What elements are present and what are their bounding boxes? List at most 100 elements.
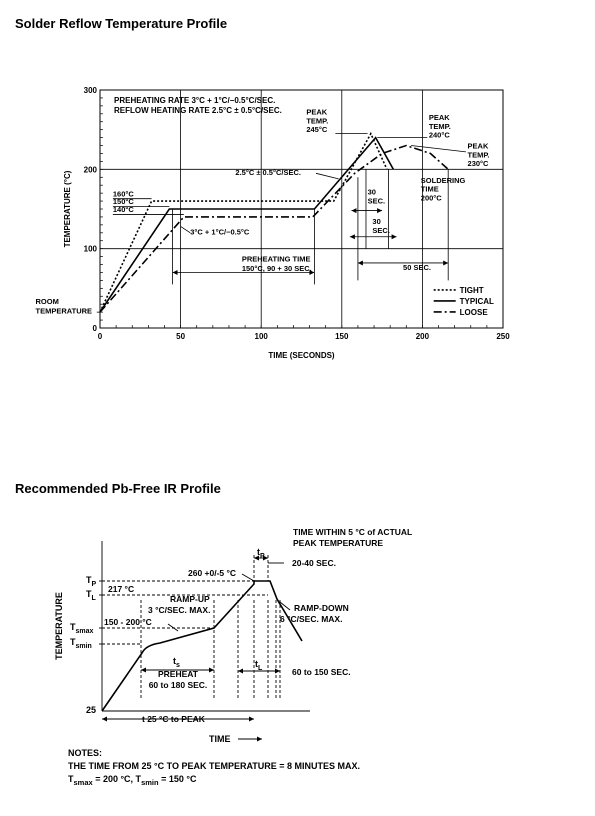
x-tick-label: 0 (98, 332, 103, 341)
x-tick-label: 100 (255, 332, 269, 341)
ann-peak-temp: PEAK TEMPERATURE (293, 538, 383, 548)
chart1-annotation-20: SEC. (368, 196, 386, 205)
chart1-annotation-21: 30 (372, 217, 380, 226)
ts-head-l (141, 667, 146, 673)
ann-60-150: 60 to 150 SEC. (292, 667, 351, 677)
reflow-slope-leader (315, 172, 339, 180)
ann-ramp-down: RAMP-DOWN (294, 603, 349, 613)
y-axis-label-2: TEMPERATURE (54, 592, 64, 660)
chart1-annotation-18: 200°C (421, 193, 443, 202)
ann-260: 260 +0/-5 °C (188, 568, 236, 578)
soldering-50s-dim-head-left (357, 260, 363, 266)
ir-profile-curve (101, 580, 303, 712)
x-tick-label: 50 (176, 332, 185, 341)
ann-ramp-up: RAMP-UP (170, 594, 210, 604)
chart1-annotation-9: 245°C (306, 125, 328, 134)
t25-head-r (249, 716, 254, 722)
x-axis-label: TIME (SECONDS) (268, 351, 335, 360)
chart1-annotation-8: TEMP. (306, 116, 328, 125)
chart1-annotation-12: 240°C (429, 131, 451, 140)
y-label-tsmax: Tsmax (70, 622, 94, 635)
chart1-annotation-5: 3°C + 1°C/−0.5°C (190, 227, 250, 236)
ann-20-40: 20-40 SEC. (292, 558, 336, 568)
y-tick-label: 100 (84, 245, 98, 254)
preheat-rate-note: PREHEATING RATE 3°C + 1°C/−0.5°C/SEC. (114, 96, 275, 105)
ann-tl: tL (255, 659, 263, 672)
ann-t25-peak: t 25 °C to PEAK (142, 714, 206, 724)
chart1-annotation-2: 160°C (113, 189, 135, 198)
chart1-annotation-7: PEAK (306, 108, 327, 117)
time-axis-arrow-head (257, 736, 262, 742)
tp-head-r (263, 555, 268, 561)
ann-260-leader (241, 573, 255, 582)
notes-heading: NOTES: (68, 748, 103, 758)
ann-ramp-down-rate: 6 °C/SEC. MAX. (280, 614, 342, 624)
legend-label-typical: TYPICAL (460, 297, 494, 306)
notes-tsmax-sub: smax (73, 777, 93, 787)
chart1-annotation-24: 150°C, 90 + 30 SEC. (242, 264, 312, 273)
ann-preheat: PREHEAT (158, 669, 199, 679)
chart1-annotation-19: 30 (368, 188, 376, 197)
y-tick-label: 200 (84, 165, 98, 174)
t25-head-l (102, 716, 107, 722)
notes-tsmin-value: = 150 °C (158, 774, 197, 784)
ann-150-200-leader (167, 623, 179, 632)
chart1-annotation-10: PEAK (429, 113, 450, 122)
preheat-slope-leader (180, 226, 191, 234)
notes-line-1: THE TIME FROM 25 °C TO PEAK TEMPERATURE … (68, 761, 361, 771)
ann-preheat-time: 60 to 180 SEC. (149, 680, 208, 690)
legend-label-loose: LOOSE (460, 308, 489, 317)
chart1-annotation-15: 230°C (468, 159, 490, 168)
chart1-annotation-3: 150°C (113, 197, 135, 206)
y-label-tp: TP (86, 575, 97, 588)
notes-block: NOTES: THE TIME FROM 25 °C TO PEAK TEMPE… (68, 747, 360, 789)
ann-ramp-down-leader (279, 601, 291, 611)
ann-tp: tP (257, 547, 265, 560)
y-tick-label: 0 (93, 324, 98, 333)
soldering-30s-dim-b-head-left (349, 234, 355, 240)
y-axis-label: TEMPERATURE (°C) (63, 170, 72, 247)
x-tick-label: 250 (496, 332, 510, 341)
x-tick-label: 150 (335, 332, 349, 341)
soldering-50s-dim-head-right (443, 260, 449, 266)
chart1-annotation-11: TEMP. (429, 122, 451, 131)
soldering-30s-dim-a-head-right (377, 208, 383, 214)
notes-tsmax-t: T (68, 774, 74, 784)
soldering-30s-dim-a-head-left (351, 208, 357, 214)
tl-head-r (275, 668, 280, 674)
chart1-annotation-17: TIME (421, 185, 439, 194)
notes-tsmin-sub: smin (141, 777, 159, 787)
y-label-tl: TL (86, 589, 97, 602)
preheat-time-dim-head-left (172, 269, 178, 275)
ann-ramp-up-rate: 3 °C/SEC. MAX. (148, 605, 210, 615)
legend-label-tight: TIGHT (460, 286, 484, 295)
chart1-annotation-25: 50 SEC. (403, 263, 431, 272)
chart1-annotation-23: PREHEATING TIME (242, 254, 311, 263)
ann-150-200: 150 - 200 °C (104, 617, 152, 627)
chart2-title: Recommended Pb-Free IR Profile (15, 481, 221, 496)
chart1-annotation-13: PEAK (468, 142, 489, 151)
peak230-leader (411, 145, 466, 153)
ts-head-r (209, 667, 214, 673)
preheat-time-dim-head-right (309, 269, 315, 275)
tp-head-l (254, 555, 259, 561)
reflow-rate-note: REFLOW HEATING RATE 2.5°C ± 0.5°C/SEC. (114, 106, 282, 115)
chart1-annotation-0: ROOM (36, 297, 59, 306)
soldering-30s-dim-b-head-right (391, 234, 397, 240)
chart1-title: Solder Reflow Temperature Profile (15, 16, 228, 31)
y-tick-label: 300 (84, 86, 98, 95)
chart1-annotation-6: 2.5°C ± 0.5°C/SEC. (235, 168, 301, 177)
series-loose (99, 144, 449, 313)
notes-tsmax-value: = 200 °C, T (92, 774, 142, 784)
ann-ts: ts (173, 656, 180, 669)
chart1-annotation-22: SEC. (372, 226, 390, 235)
notes-line-2: Tsmax = 200 °C, Tsmin = 150 °C (68, 773, 360, 789)
series-tight (99, 131, 388, 313)
y-label-tsmin: Tsmin (70, 637, 92, 650)
tl-head-l (238, 668, 243, 674)
chart1-annotation-4: 140°C (113, 205, 135, 214)
chart1-annotation-16: SOLDERING (421, 176, 466, 185)
x-tick-label: 200 (416, 332, 430, 341)
